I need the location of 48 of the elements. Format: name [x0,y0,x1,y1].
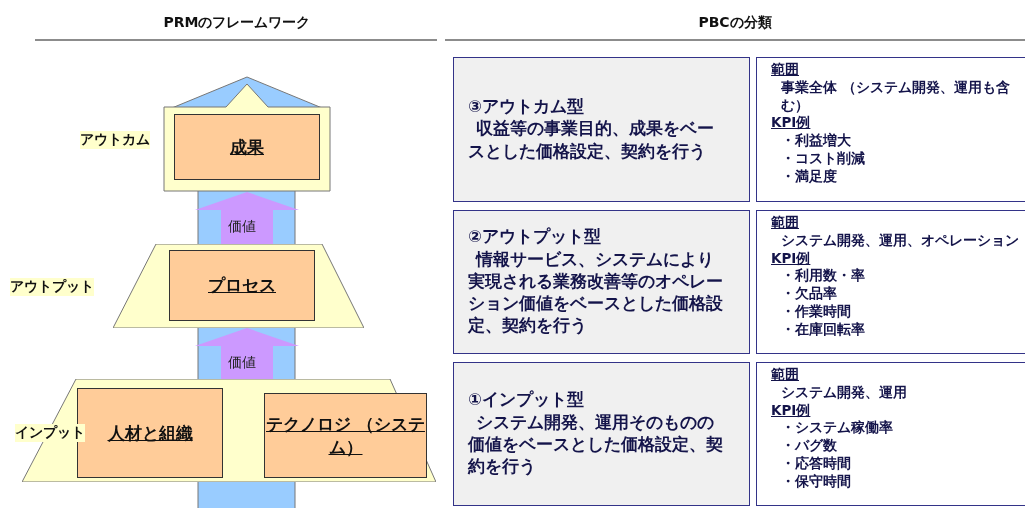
detail-cell [756,362,1025,506]
scope-text: システム開発、運用、オペレーション [781,231,1019,248]
section-heading: KPI例 [771,249,811,266]
category-description: 収益等の事業目的、成果をベースとした価格設定、契約を行う [468,118,716,163]
component-box [264,393,427,478]
level-label: アウトカム [80,131,150,149]
section-heading: KPI例 [771,401,811,418]
kpi-item: ・利益増大 [781,132,851,149]
category-description: システム開発、運用そのものの価値をベースとした価格設定、契約を行う [468,411,724,479]
scope-text: 事業全体 （システム開発、運用も含む） [781,78,1010,113]
value-arrow [195,192,299,244]
section-title: PBCの分類 [698,14,772,30]
detail-cell [756,57,1025,202]
component-box [77,388,223,478]
category-heading: ③アウトカム型 [468,96,585,119]
kpi-item: ・作業時間 [781,303,851,320]
level-label: インプット [15,424,85,442]
category-cell [453,57,750,202]
component-box [169,250,315,321]
kpi-item: ・欠品率 [781,285,837,302]
category-heading: ①インプット型 [468,389,585,412]
kpi-item: ・システム稼働率 [781,419,893,436]
section-heading: 範囲 [771,366,799,382]
value-arrow [195,328,299,379]
kpi-item: ・利用数・率 [781,267,865,284]
category-description: 情報サービス、システムにより実現される業務改善等のオペレーション価値をベースとした価格設定、契約を行う [468,248,724,338]
component-box [174,114,320,180]
category-heading: ②アウトプット型 [468,226,602,249]
kpi-item: ・在庫回転率 [781,320,865,337]
section-heading: KPI例 [771,114,811,131]
category-cell [453,210,750,354]
scope-text: システム開発、運用 [781,383,907,400]
component-label: 人材と組織 [107,421,193,445]
category-cell [453,362,750,506]
kpi-item: ・バグ数 [781,437,837,454]
kpi-item: ・コスト削減 [781,150,865,167]
component-label: プロセス [208,274,276,297]
kpi-item: ・満足度 [781,167,837,184]
component-label: 成果 [230,135,264,159]
section-title: PRMのフレームワーク [163,14,311,30]
level-label: アウトプット [10,278,94,296]
section-heading: 範囲 [771,61,799,77]
kpi-item: ・保守時間 [781,472,851,489]
detail-cell [756,210,1025,354]
kpi-item: ・応答時間 [781,455,851,472]
edge-label: 価値 [225,218,259,236]
component-label: テクノロジ （システム） [265,412,426,459]
section-heading: 範囲 [771,214,799,230]
